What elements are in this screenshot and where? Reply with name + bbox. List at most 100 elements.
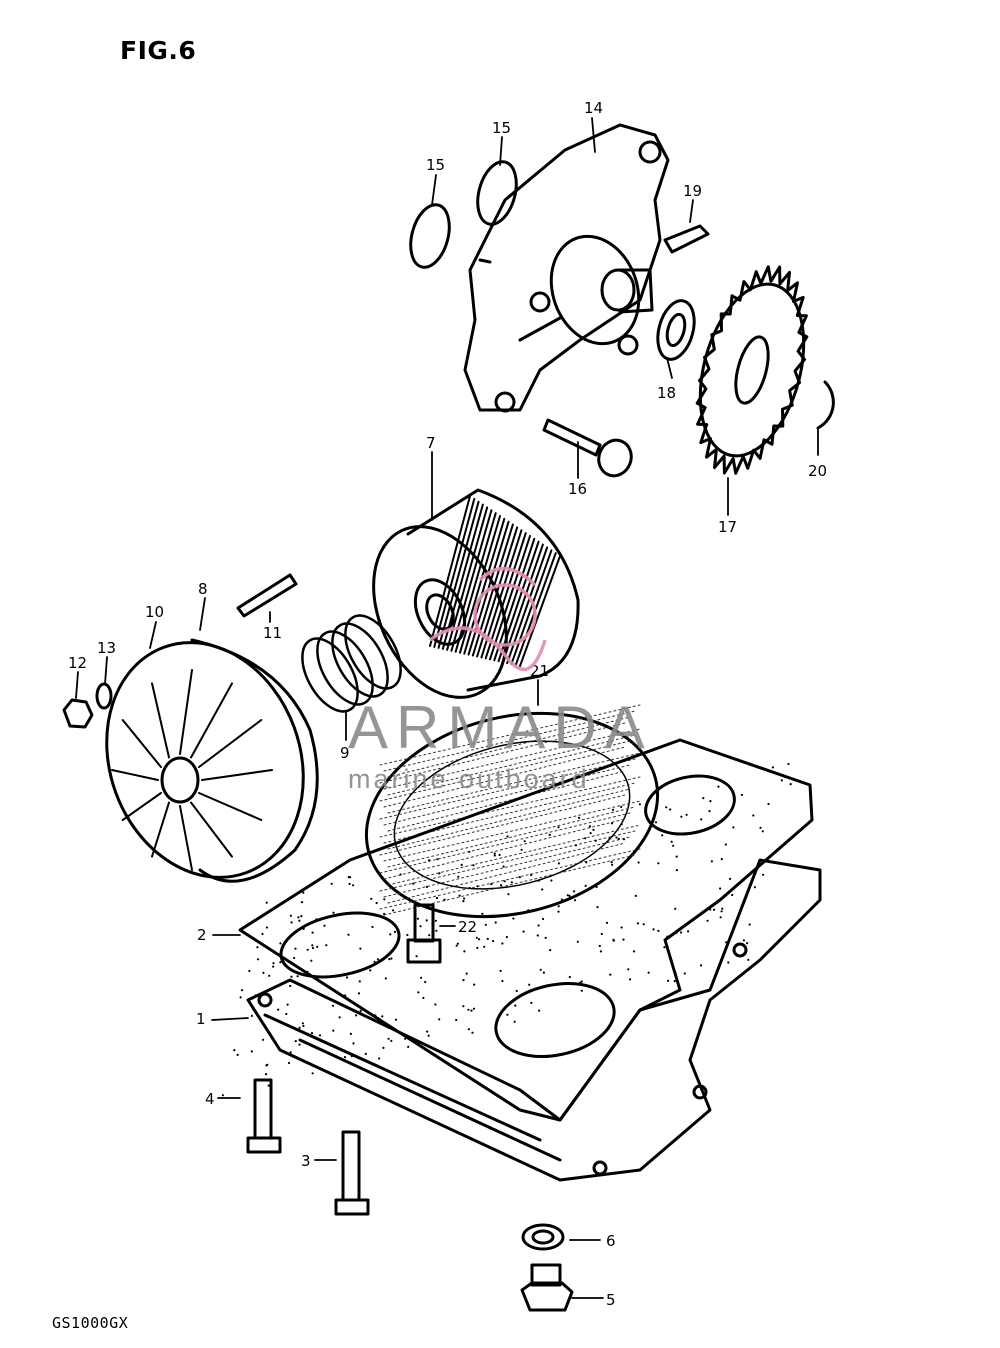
filter-pleat [437,500,480,649]
gasket-texture-dot [680,815,683,818]
gasket-texture-dot [345,976,349,979]
filter-pleat [519,555,561,667]
gasket-texture-dot [332,1029,335,1032]
gasket-texture-dot [512,917,515,920]
gasket-texture-dot [422,996,425,1000]
gasket-texture-dot [310,959,313,962]
gasket-texture-dot [462,900,465,903]
gasket-texture-dot [585,889,588,892]
gasket-texture-dot [239,996,242,999]
gasket-texture-dot [514,1004,517,1007]
gasket-texture-dot [338,1016,341,1019]
callout-labels: 1 2 3 4 5 6 7 8 9 10 11 12 13 14 15 15 1… [68,99,827,1309]
gasket-texture-dot [729,877,732,881]
gasket-texture-dot [720,910,723,913]
cover-rib [179,669,193,755]
gasket-texture-dot [463,950,466,953]
gasket-texture-dot [599,950,603,953]
gasket-texture-dot [610,822,614,825]
gasket-texture-dot [702,797,705,800]
gasket-texture-dot [458,894,461,897]
strainer-mesh-line [387,824,641,886]
gasket-texture-dot [612,808,615,812]
gasket-texture-dot [530,1001,533,1005]
gasket-texture-dot [493,852,496,855]
gasket-texture-dot [332,911,335,914]
strainer-mesh-line [383,746,626,808]
gasket-texture-dot [404,1037,407,1040]
gasket-texture-dot [549,949,552,952]
drain-washer-6 [521,1223,565,1251]
gasket-texture-dot [438,872,441,875]
callout-5: 5 [606,1291,616,1309]
gasket-texture-dot [311,944,314,947]
gasket-texture-dot [610,861,613,864]
callout-13: 13 [97,639,116,657]
figure-title: FIG.6 [120,36,197,65]
gasket-texture-dot [673,980,676,983]
gasket-texture-dot [425,885,428,889]
gasket-texture-dot [674,972,677,975]
gasket-texture-dot [468,850,471,853]
cover-rib [121,792,162,821]
callout-21: 21 [530,662,549,680]
oil-filter-cover [105,641,305,879]
gasket-texture-dot [522,930,525,933]
gasket-texture-dot [761,830,764,833]
strainer-mesh-line [383,854,636,916]
gasket-texture-dot [713,908,716,911]
gasket-texture-dot [267,1084,270,1087]
gasket-texture-dot [600,932,603,936]
gasket-texture-dot [478,938,481,941]
gasket-texture-dot [670,840,673,843]
gasket-texture-dot [250,1014,253,1018]
gasket-texture-dot [349,1032,352,1035]
gasket-texture-dot [541,888,544,891]
gasket-texture-dot [347,933,350,936]
gasket-texture-dot [762,873,765,876]
gasket-texture-dot [352,1042,355,1045]
gasket-texture-dot [669,808,672,811]
pump-bolt [542,418,633,478]
watermark-brand: ARMADA [348,694,653,761]
gasket-texture-dot [475,936,478,939]
gasket-texture-dot [634,894,637,898]
callout-11: 11 [263,624,282,642]
gasket-texture-dot [620,805,623,809]
gasket-texture-dot [663,946,666,949]
gasket-texture-dot [622,938,625,941]
gasket-texture-dot [503,880,506,883]
gasket-texture-dot [388,958,391,961]
gasket-texture-dot [265,1064,268,1067]
gasket-texture-dot [594,839,597,842]
filter-pleat [501,543,544,664]
filter-spring [301,614,402,713]
gasket-texture-dot [265,901,268,904]
cover-rib [111,769,159,781]
cover-rib [190,682,233,759]
gasket-texture-dot [428,859,431,862]
filter-pleat [484,532,527,660]
strainer-mesh-line [383,764,631,826]
gasket-texture-dot [302,927,305,931]
gasket-texture-dot [443,898,446,901]
gasket-texture-dot [683,972,686,975]
gasket-texture-dot [706,919,709,922]
gasket-texture-dot [580,980,583,983]
gasket-texture-dot [499,969,502,973]
gasket-texture-dot [620,823,623,826]
gasket-texture-dot [510,881,513,884]
gasket-texture-dot [657,862,660,865]
gasket-texture-dot [501,942,504,945]
gasket-texture-dot [530,873,533,877]
gasket-texture-dot [538,1009,541,1012]
oil-pump-body [463,123,670,413]
gasket-texture-dot [392,909,395,912]
gasket-texture-dot [767,802,770,806]
cover-rib [201,769,273,781]
gasket-texture-dot [290,921,293,924]
gasket-texture-dot [548,833,551,837]
gasket-texture-dot [666,935,669,938]
gasket-texture-dot [300,901,304,904]
gasket-texture-dot [652,928,655,931]
